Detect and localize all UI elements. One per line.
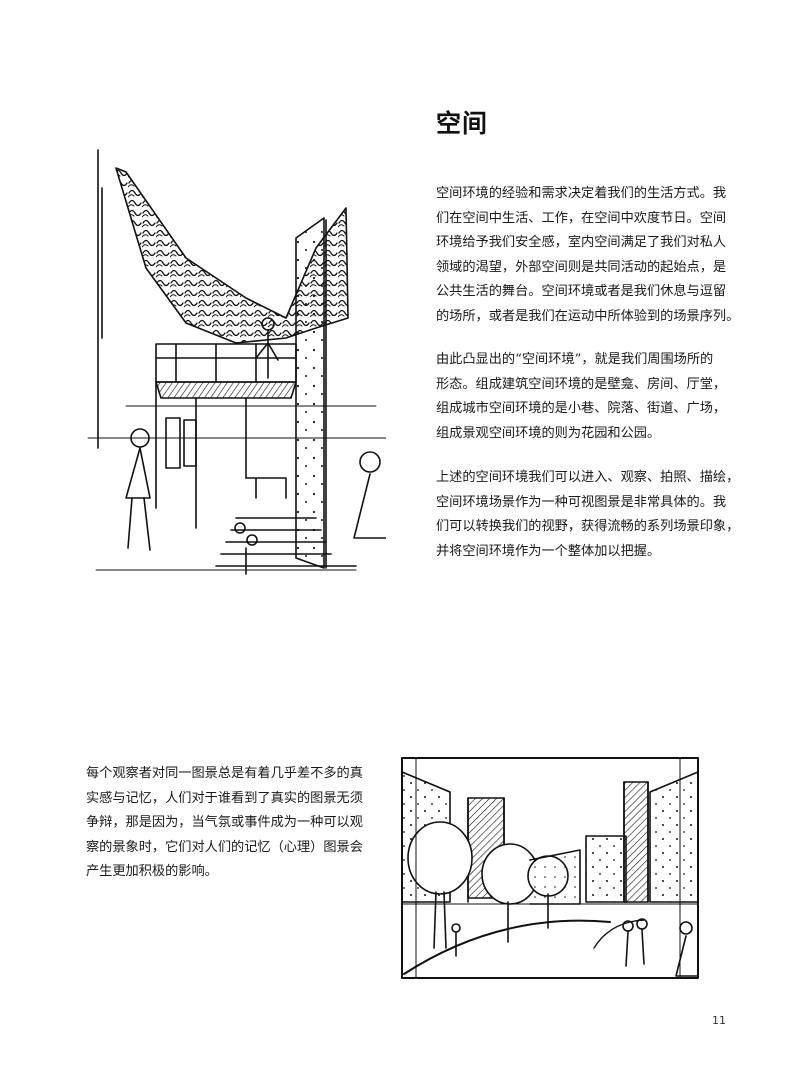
paragraph-4: 每个观察者对同一图景总是有着几乎差不多的真 实感与记忆，人们对于谁看到了真实的图… <box>86 762 366 885</box>
text-line: 组成城市空间环境的是小巷、院落、街道、广场， <box>436 401 727 416</box>
text-line: 空间环境的经验和需求决定着我们的生活方式。我 <box>436 186 727 201</box>
text-line: 形态。组成建筑空间环境的是壁龛、房间、厅堂， <box>436 376 727 392</box>
text-line: 们可以转换我们的视野，获得流畅的系列场景印象， <box>436 519 740 534</box>
text-line: 由此凸显出的“空间环境”，就是我们周围场所的 <box>436 352 714 367</box>
street-sketch <box>401 757 699 979</box>
text-line: 的场所，或者是我们在运动中所体验到的场景序列。 <box>436 308 740 324</box>
text-line: 组成景观空间环境的则为花园和公园。 <box>436 425 661 441</box>
text-line: 实感与记忆，人们对于谁看到了真实的图景无须 <box>86 790 363 806</box>
page-number: 11 <box>712 1014 726 1027</box>
paragraph-3: 上述的空间环境我们可以进入、观察、拍照、描绘， 空间环境场景作为一种可视图景是非… <box>436 466 740 564</box>
text-line: 环境给予我们安全感，室内空间满足了我们对私人 <box>436 235 727 250</box>
text-line: 空间环境场景作为一种可视图景是非常具体的。我 <box>436 494 727 510</box>
text-line: 领域的渴望，外部空间则是共同活动的起始点，是 <box>436 259 727 275</box>
text-line: 争辩，那是因为，当气氛或事件成为一种可以观 <box>86 815 363 830</box>
text-line: 察的景象时，它们对人们的记忆（心理）图景会 <box>86 839 363 855</box>
page-title: 空间 <box>436 109 489 138</box>
text-line: 上述的空间环境我们可以进入、观察、拍照、描绘， <box>436 470 740 485</box>
text-line: 们在空间中生活、工作，在空间中欢度节日。空间 <box>436 210 727 226</box>
paragraph-1: 空间环境的经验和需求决定着我们的生活方式。我 们在空间中生活、工作，在空间中欢度… <box>436 182 740 329</box>
text-line: 并将空间环境作为一个整体加以把握。 <box>436 543 661 559</box>
paragraph-2: 由此凸显出的“空间环境”，就是我们周围场所的 形态。组成建筑空间环境的是壁龛、房… <box>436 348 727 446</box>
text-line: 公共生活的舞台。空间环境或者是我们休息与逗留 <box>436 284 727 299</box>
text-line: 每个观察者对同一图景总是有着几乎差不多的真 <box>86 766 363 781</box>
text-line: 产生更加积极的影响。 <box>86 864 218 879</box>
courtyard-sketch <box>87 149 386 575</box>
